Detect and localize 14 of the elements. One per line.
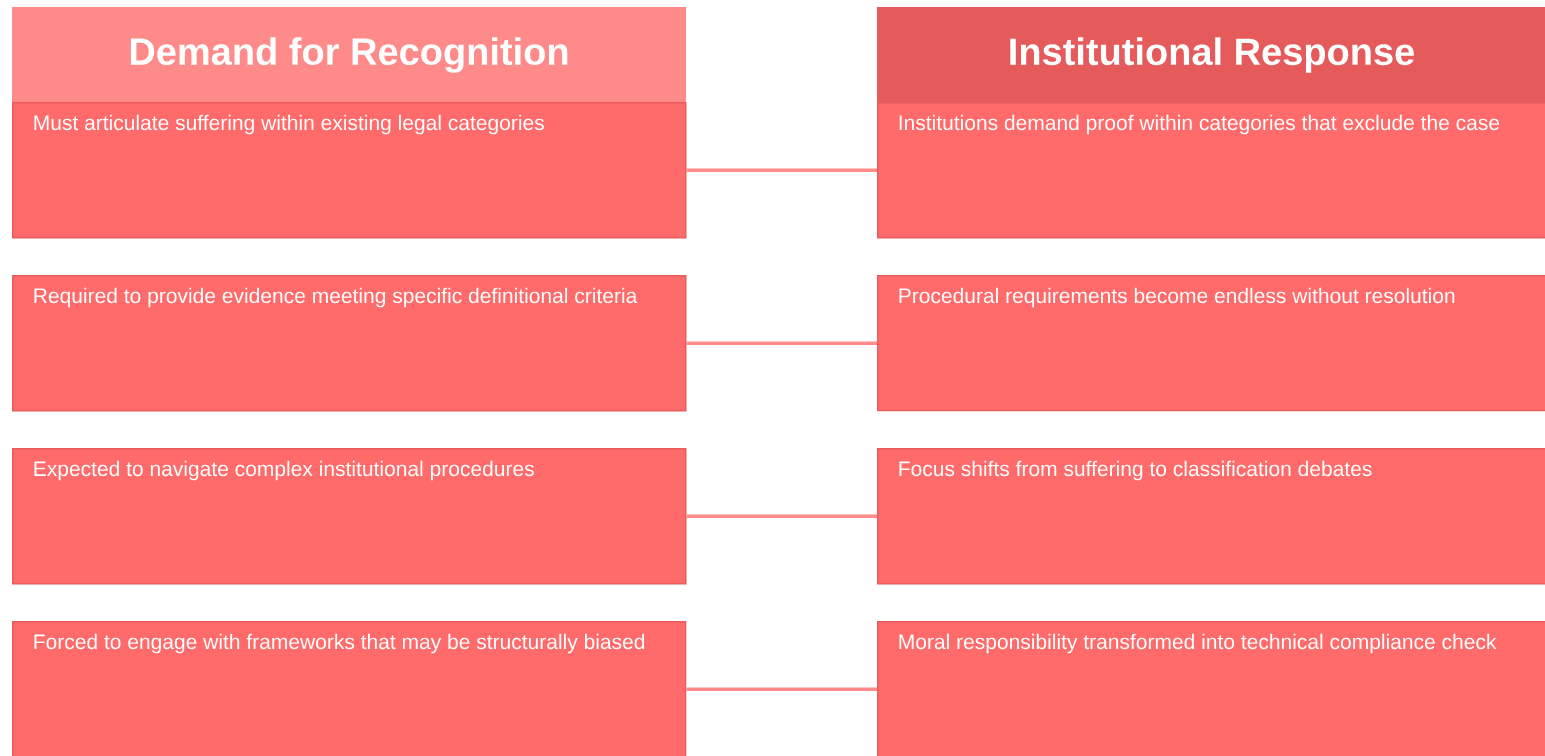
connector-line	[686, 341, 877, 345]
text-box: Expected to navigate complex institutional procedures	[12, 448, 687, 585]
text-box: Must articulate suffering within existing legal categories	[12, 102, 687, 239]
connector-line	[686, 168, 877, 172]
connector-line	[686, 687, 877, 691]
text-box: Forced to engage with frameworks that may be structurally biased	[12, 621, 687, 756]
column-header: Demand for Recognition	[12, 7, 686, 103]
text-box: Institutions demand proof within categories that exclude the case	[877, 102, 1545, 239]
text-box: Required to provide evidence meeting specific definitional criteria	[12, 275, 687, 412]
text-box: Focus shifts from suffering to classification debates	[877, 448, 1545, 585]
text-box: Procedural requirements become endless without resolution	[877, 275, 1545, 412]
text-box: Moral responsibility transformed into technical compliance check	[877, 621, 1545, 756]
connector-line	[686, 514, 877, 518]
column-header: Institutional Response	[877, 7, 1545, 103]
